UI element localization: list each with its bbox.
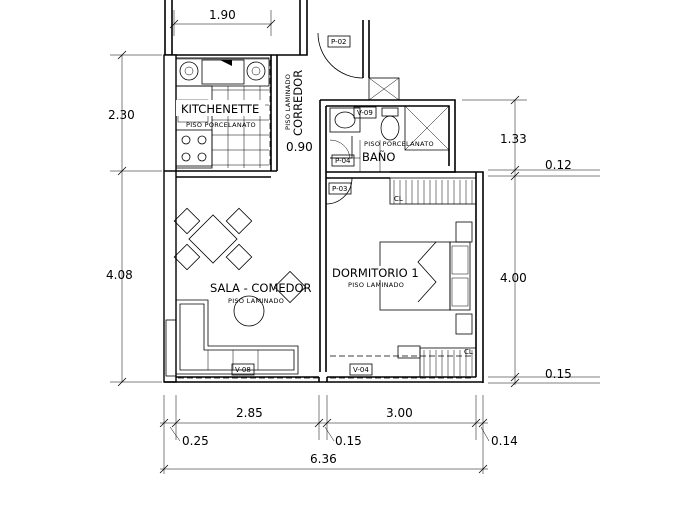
dim-total: 6.36: [310, 452, 337, 466]
label-dormitorio-floor: PISO LAMINADO: [348, 281, 404, 289]
dim-left-upper: 2.30: [108, 108, 135, 122]
dim-bottom-left: 2.85: [236, 406, 263, 420]
kitchenette-fixtures: [175, 57, 270, 169]
dimension-labels: 1.90 2.30 4.08 0.90 1.33 0.12 4.00 0.15 …: [106, 8, 572, 466]
tag-v04: V-04: [353, 366, 369, 374]
tag-p03: P-03: [332, 185, 348, 193]
label-corredor-floor: PISO LAMINADO: [284, 74, 292, 130]
label-sala-floor: PISO LAMINADO: [228, 297, 284, 305]
tag-cl-bottom: CL: [464, 348, 473, 356]
opening-tags: P-02 P-03 P-04 V-09 V-08 V-04 CL CL: [231, 35, 473, 376]
tag-cl-top: CL: [394, 195, 403, 203]
label-sala-comedor: SALA - COMEDOR: [210, 281, 312, 295]
tag-v09: V-09: [357, 109, 373, 117]
label-kitchenette-floor: PISO PORCELANATO: [186, 121, 256, 129]
label-bano-floor: PISO PORCELANATO: [364, 140, 434, 148]
dim-bottom-right: 3.00: [386, 406, 413, 420]
dim-right-upper: 1.33: [500, 132, 527, 146]
windows: [178, 60, 474, 379]
label-kitchenette: KITCHENETTE: [181, 102, 259, 116]
dim-right-wall2: 0.15: [545, 367, 572, 381]
dim-corridor: 0.90: [286, 140, 313, 154]
tag-p02: P-02: [331, 38, 347, 46]
dim-right-main: 4.00: [500, 271, 527, 285]
living-dining-furniture: [165, 207, 307, 377]
label-dormitorio: DORMITORIO 1: [332, 266, 419, 280]
label-corredor: CORREDOR: [291, 70, 305, 136]
walls: [163, 0, 484, 383]
dim-left-lower: 4.08: [106, 268, 133, 282]
bedroom-furniture: [379, 177, 477, 378]
tag-p04: P-04: [335, 157, 351, 165]
tag-v08: V-08: [235, 366, 251, 374]
dim-bottom-wall1: 0.25: [182, 434, 209, 448]
label-bano: BAÑO: [362, 149, 395, 164]
room-labels: KITCHENETTE PISO PORCELANATO CORREDOR PI…: [176, 70, 434, 305]
dimension-lines: [110, 10, 600, 474]
dim-right-wall1: 0.12: [545, 158, 572, 172]
dim-bottom-wall3: 0.14: [491, 434, 518, 448]
dim-bottom-wall2: 0.15: [335, 434, 362, 448]
dim-top: 1.90: [209, 8, 236, 22]
bathroom-fixtures: [329, 107, 400, 172]
